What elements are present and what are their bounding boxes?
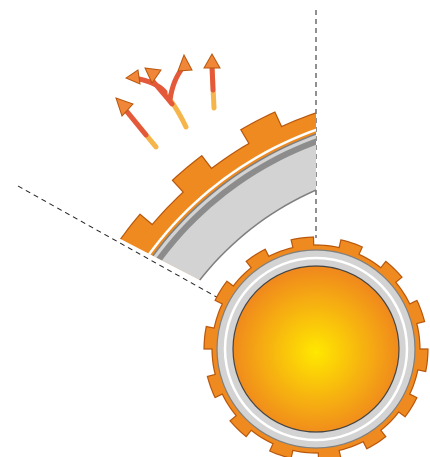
gear-core [233,266,399,432]
arrow-branching [126,55,192,127]
full-gear [204,237,428,457]
heat-arrows [116,54,220,147]
arrow-left [116,98,156,147]
arrow-right [204,54,220,108]
